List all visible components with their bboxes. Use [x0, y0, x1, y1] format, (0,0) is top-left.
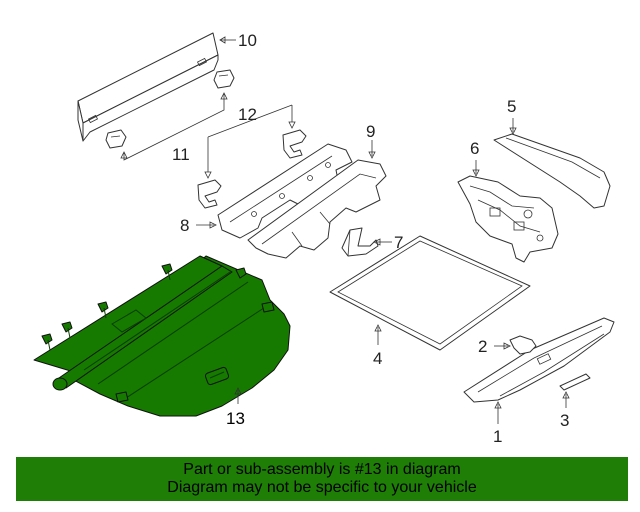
part-6-bracket[interactable] [457, 175, 559, 263]
callout-6: 6 [470, 139, 479, 158]
callout-3: 3 [560, 411, 569, 430]
callout-8: 8 [180, 216, 189, 235]
banner-line-1: Part or sub-assembly is #13 in diagram [183, 461, 461, 478]
callout-9: 9 [366, 122, 375, 141]
callout-12: 12 [238, 105, 257, 124]
part-12-hook-b[interactable] [197, 179, 222, 209]
callout-1: 1 [493, 427, 502, 446]
part-11-clip-a[interactable] [213, 69, 235, 89]
part-3-strip[interactable] [559, 373, 591, 391]
callout-10: 10 [238, 31, 257, 50]
callout-5: 5 [507, 97, 516, 116]
callout-7: 7 [394, 233, 403, 252]
callout-4: 4 [373, 349, 382, 368]
part-4-mat[interactable] [329, 235, 531, 351]
callout-13: 13 [226, 409, 245, 428]
part-11-clip-b[interactable] [105, 129, 127, 149]
part-2-clip[interactable] [509, 335, 537, 355]
info-banner: Part or sub-assembly is #13 in diagram D… [16, 457, 628, 501]
banner-line-2: Diagram may not be specific to your vehi… [167, 479, 477, 496]
part-13-cargo-cover[interactable] [33, 255, 291, 417]
part-5-panel[interactable] [493, 133, 611, 209]
callout-2: 2 [478, 337, 487, 356]
part-10-panel[interactable] [77, 32, 219, 142]
callout-11: 11 [172, 145, 190, 164]
parts-diagram: 10 11 12 8 9 [33, 31, 615, 446]
part-7-bracket[interactable] [341, 227, 379, 257]
part-1-sill-plate[interactable] [463, 317, 615, 403]
part-9-bracket[interactable] [247, 159, 387, 259]
part-12-hook-a[interactable] [282, 129, 307, 159]
